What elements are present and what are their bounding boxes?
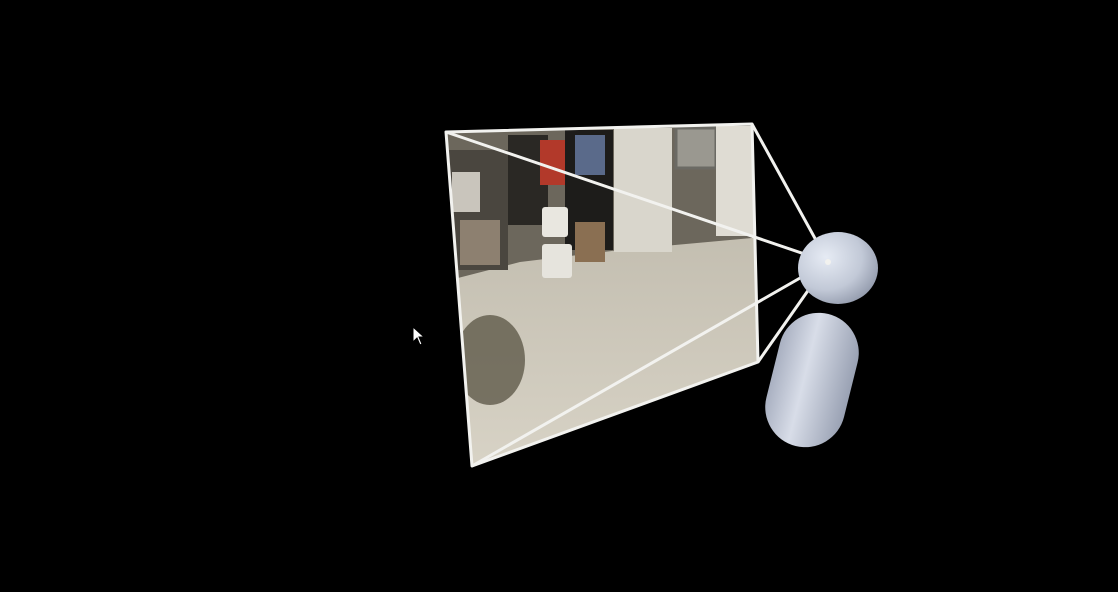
camera-origin <box>825 259 831 265</box>
arrow-pointer-icon <box>412 326 426 346</box>
avatar-body[interactable] <box>757 304 868 455</box>
avatar-head[interactable] <box>798 232 878 304</box>
camera-frame-image <box>446 124 758 466</box>
